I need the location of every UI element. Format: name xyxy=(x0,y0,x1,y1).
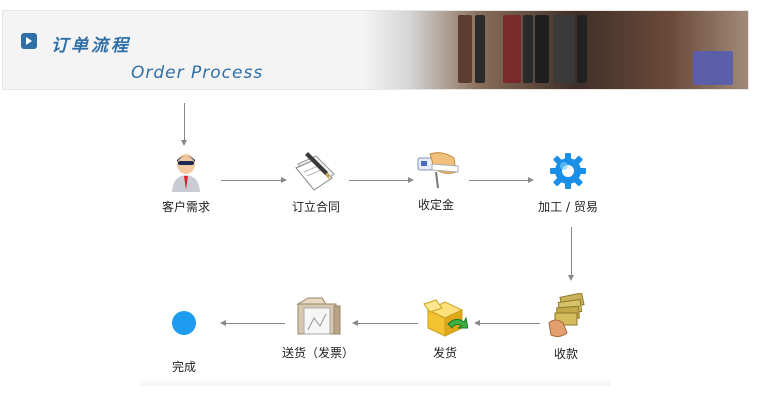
page-title-cn: 订单流程 xyxy=(51,36,131,56)
step-customer-needs: 客户需求 xyxy=(141,152,231,215)
arrow-1 xyxy=(221,177,287,183)
arrow-3 xyxy=(469,177,534,183)
step-shipping: 发货 xyxy=(400,296,490,361)
arrow-box-icon xyxy=(21,33,37,49)
page-title-en: Order Process xyxy=(131,63,264,83)
step-label: 收款 xyxy=(553,347,578,361)
payment-money-icon xyxy=(548,293,585,338)
shipping-box-icon xyxy=(423,299,468,337)
processing-gear-icon xyxy=(550,153,586,189)
step-sign-contract: 订立合同 xyxy=(271,150,361,215)
step-complete: 完成 xyxy=(139,309,229,375)
step-delivery-invoice: 送货（发票） xyxy=(273,296,363,361)
deposit-icon xyxy=(417,152,459,189)
step-label: 完成 xyxy=(171,360,196,374)
step-label: 发货 xyxy=(432,346,457,360)
arrow-5 xyxy=(474,320,540,326)
bookshelf-photo xyxy=(363,11,748,89)
contract-icon xyxy=(295,152,335,191)
arrow-4 xyxy=(568,227,574,281)
complete-dot-icon xyxy=(172,311,196,335)
header-banner: 订单流程 Order Process xyxy=(2,10,749,90)
step-label: 客户需求 xyxy=(161,200,210,214)
step-receive-payment: 收款 xyxy=(521,293,611,362)
step-receive-deposit: 收定金 xyxy=(391,150,481,213)
delivery-invoice-icon xyxy=(296,297,341,335)
bottom-shadow xyxy=(140,378,610,386)
arrow-2 xyxy=(349,177,414,183)
customer-icon xyxy=(172,154,200,192)
step-label: 订立合同 xyxy=(291,200,340,214)
arrow-6 xyxy=(352,320,418,326)
step-label: 收定金 xyxy=(417,198,454,212)
arrow-7 xyxy=(220,320,285,326)
step-processing-trade: 加工 / 贸易 xyxy=(523,150,613,215)
arrow-start-down xyxy=(181,103,187,146)
step-label: 加工 / 贸易 xyxy=(538,200,598,214)
step-label: 送货（发票） xyxy=(281,346,354,360)
